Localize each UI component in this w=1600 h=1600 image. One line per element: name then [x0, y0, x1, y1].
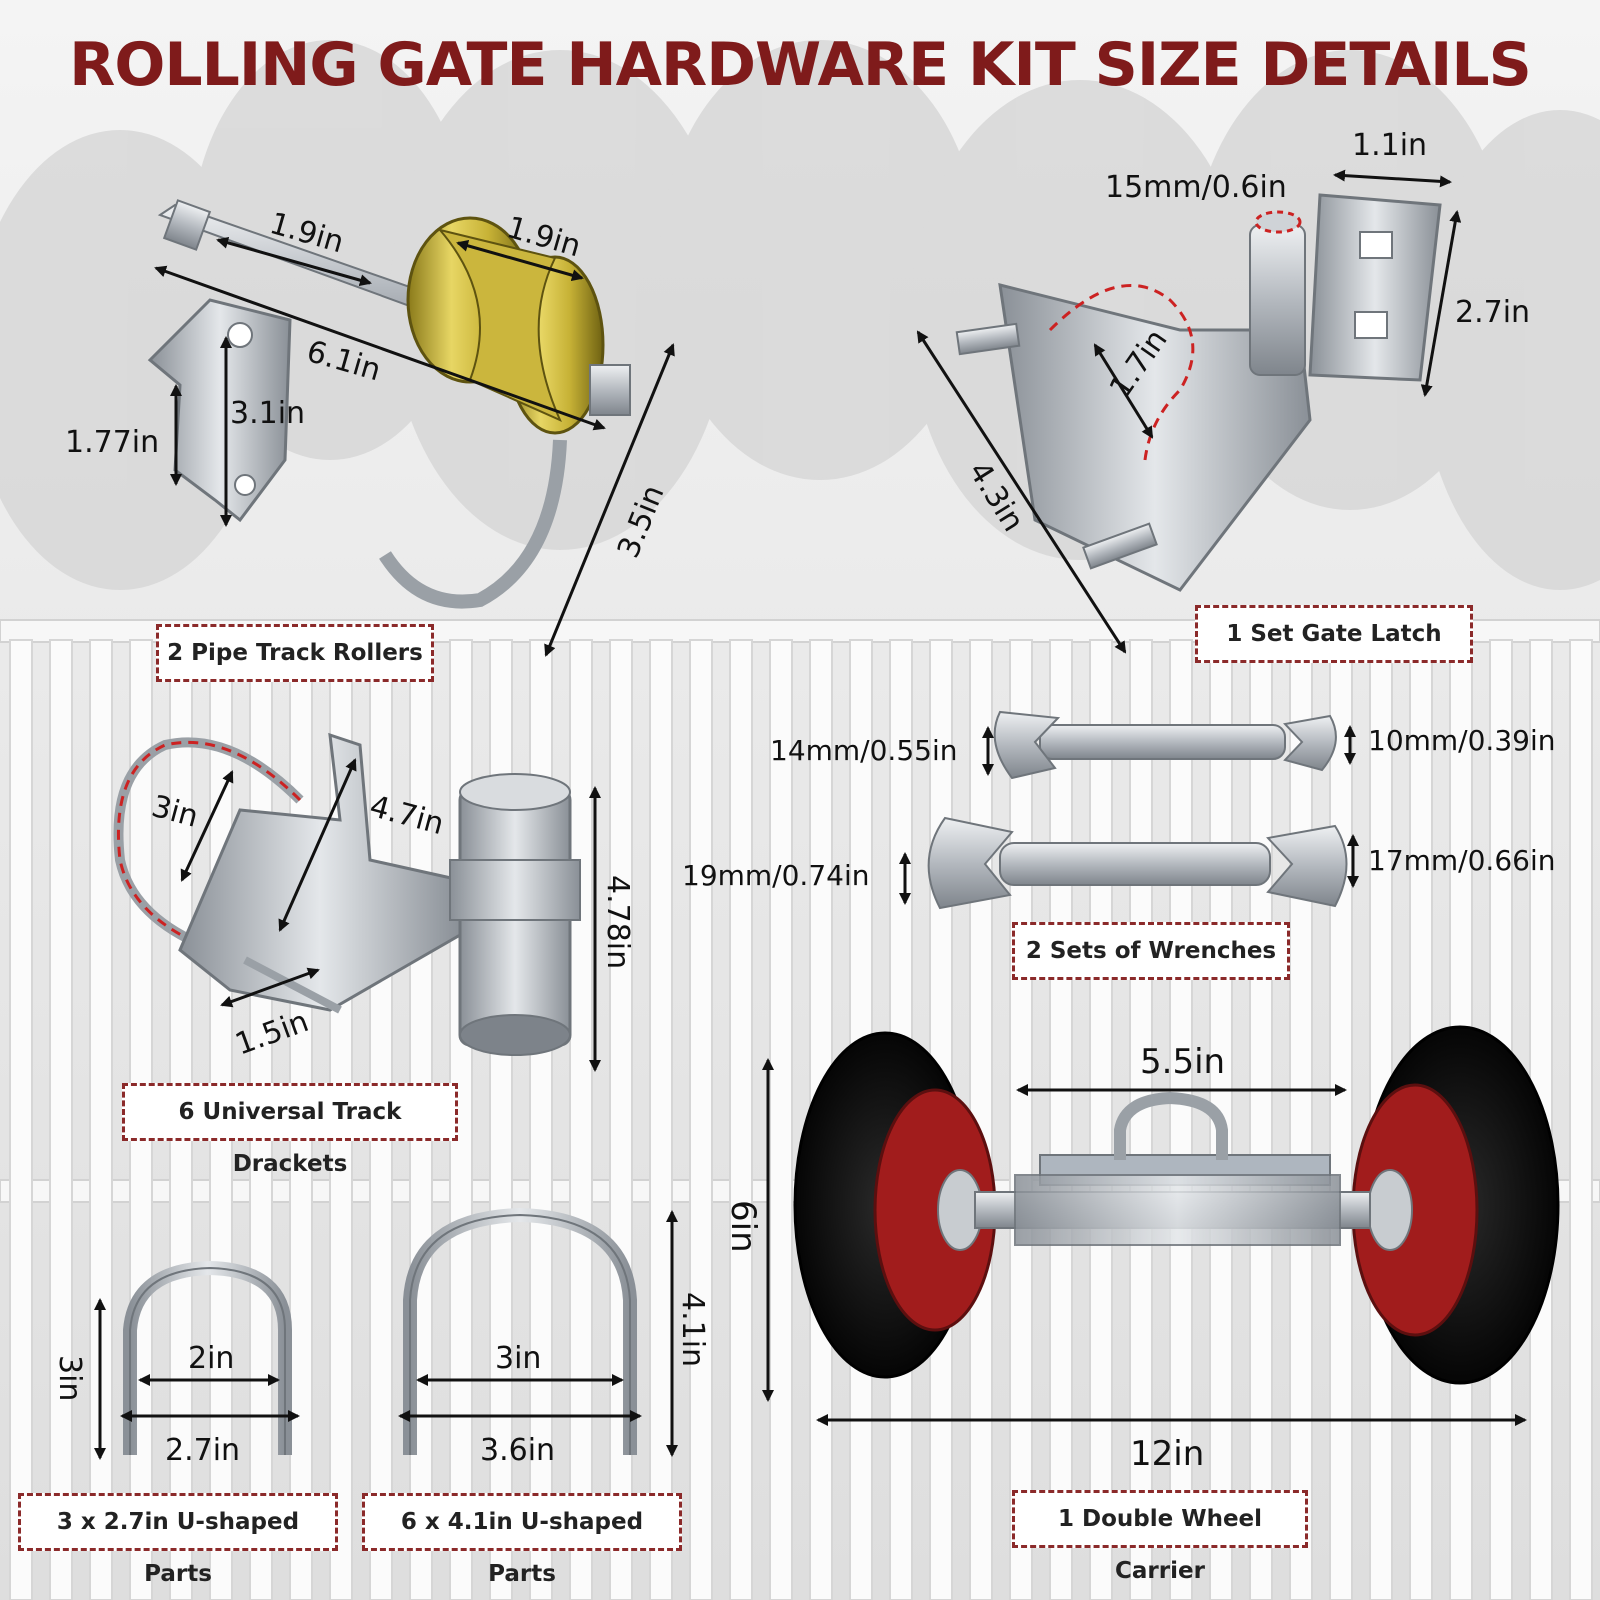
- dim-plate-width: 1.1in: [1352, 128, 1427, 163]
- dim-plate-height: 3.1in: [230, 396, 305, 431]
- caption-small-u-parts: 3 x 2.7in U-shaped Parts: [18, 1493, 338, 1587]
- caption-pipe-track-rollers: 2 Pipe Track Rollers: [156, 624, 434, 682]
- dim-wrench-14: 14mm/0.55in: [770, 734, 957, 767]
- dim-pipe: 4.78in: [600, 875, 635, 969]
- dim-plate-height: 2.7in: [1455, 295, 1530, 330]
- dim-wrench-17: 17mm/0.66in: [1368, 844, 1555, 877]
- dim-small-outer: 2.7in: [165, 1433, 240, 1468]
- dim-line-ubolt: [180, 770, 234, 882]
- dim-large-inner: 3in: [495, 1341, 541, 1376]
- dim-pin: 15mm/0.6in: [1105, 170, 1287, 205]
- right-wheel: [1351, 1025, 1560, 1385]
- dim-line-hook: [544, 343, 675, 657]
- large-wrench: [927, 816, 1348, 910]
- caption-gate-latch: 1 Set Gate Latch: [1195, 605, 1473, 663]
- dim-wheel-gap: 5.5in: [1140, 1042, 1225, 1082]
- latch-upright-plate: [1308, 193, 1442, 382]
- dim-slot: 1.77in: [65, 425, 159, 460]
- left-wheel: [793, 1031, 997, 1379]
- dim-small-inner: 2in: [188, 1341, 234, 1376]
- fence-picket: [9, 639, 33, 1600]
- fence-picket: [689, 639, 713, 1600]
- dim-line-bracket-base: [220, 967, 320, 1008]
- dim-line-latch-length: [916, 330, 1127, 654]
- dim-wrench-19: 19mm/0.74in: [682, 859, 869, 892]
- page-title: ROLLING GATE HARDWARE KIT SIZE DETAILS: [69, 30, 1532, 100]
- dim-line-plate-height: [1420, 210, 1462, 397]
- fence-picket: [49, 639, 73, 1600]
- dim-line-plate-width: [1333, 169, 1452, 188]
- dim-line-length: [154, 265, 606, 431]
- dim-large-outer: 3.6in: [480, 1433, 555, 1468]
- caption-large-u-parts: 6 x 4.1in U-shaped Parts: [362, 1493, 682, 1587]
- fence-picket: [1569, 639, 1593, 1600]
- fence-picket: [729, 639, 753, 1600]
- dim-large-height: 4.1in: [675, 1292, 710, 1367]
- carrier-u-bolt: [1114, 1091, 1228, 1160]
- caption-track-brackets: 6 Universal Track Drackets: [122, 1083, 458, 1177]
- dim-small-height: 3in: [52, 1355, 87, 1401]
- small-wrench: [993, 710, 1337, 780]
- caption-wheel-carrier: 1 Double Wheel Carrier: [1012, 1490, 1308, 1584]
- dim-carrier-width: 12in: [1130, 1434, 1204, 1474]
- latch-curve-outline: [1048, 284, 1195, 461]
- dim-carrier-height: 6in: [723, 1200, 763, 1253]
- dim-wrench-10: 10mm/0.39in: [1368, 724, 1555, 757]
- caption-wrenches: 2 Sets of Wrenches: [1012, 922, 1290, 980]
- dim-line-bracket-plate: [278, 758, 357, 932]
